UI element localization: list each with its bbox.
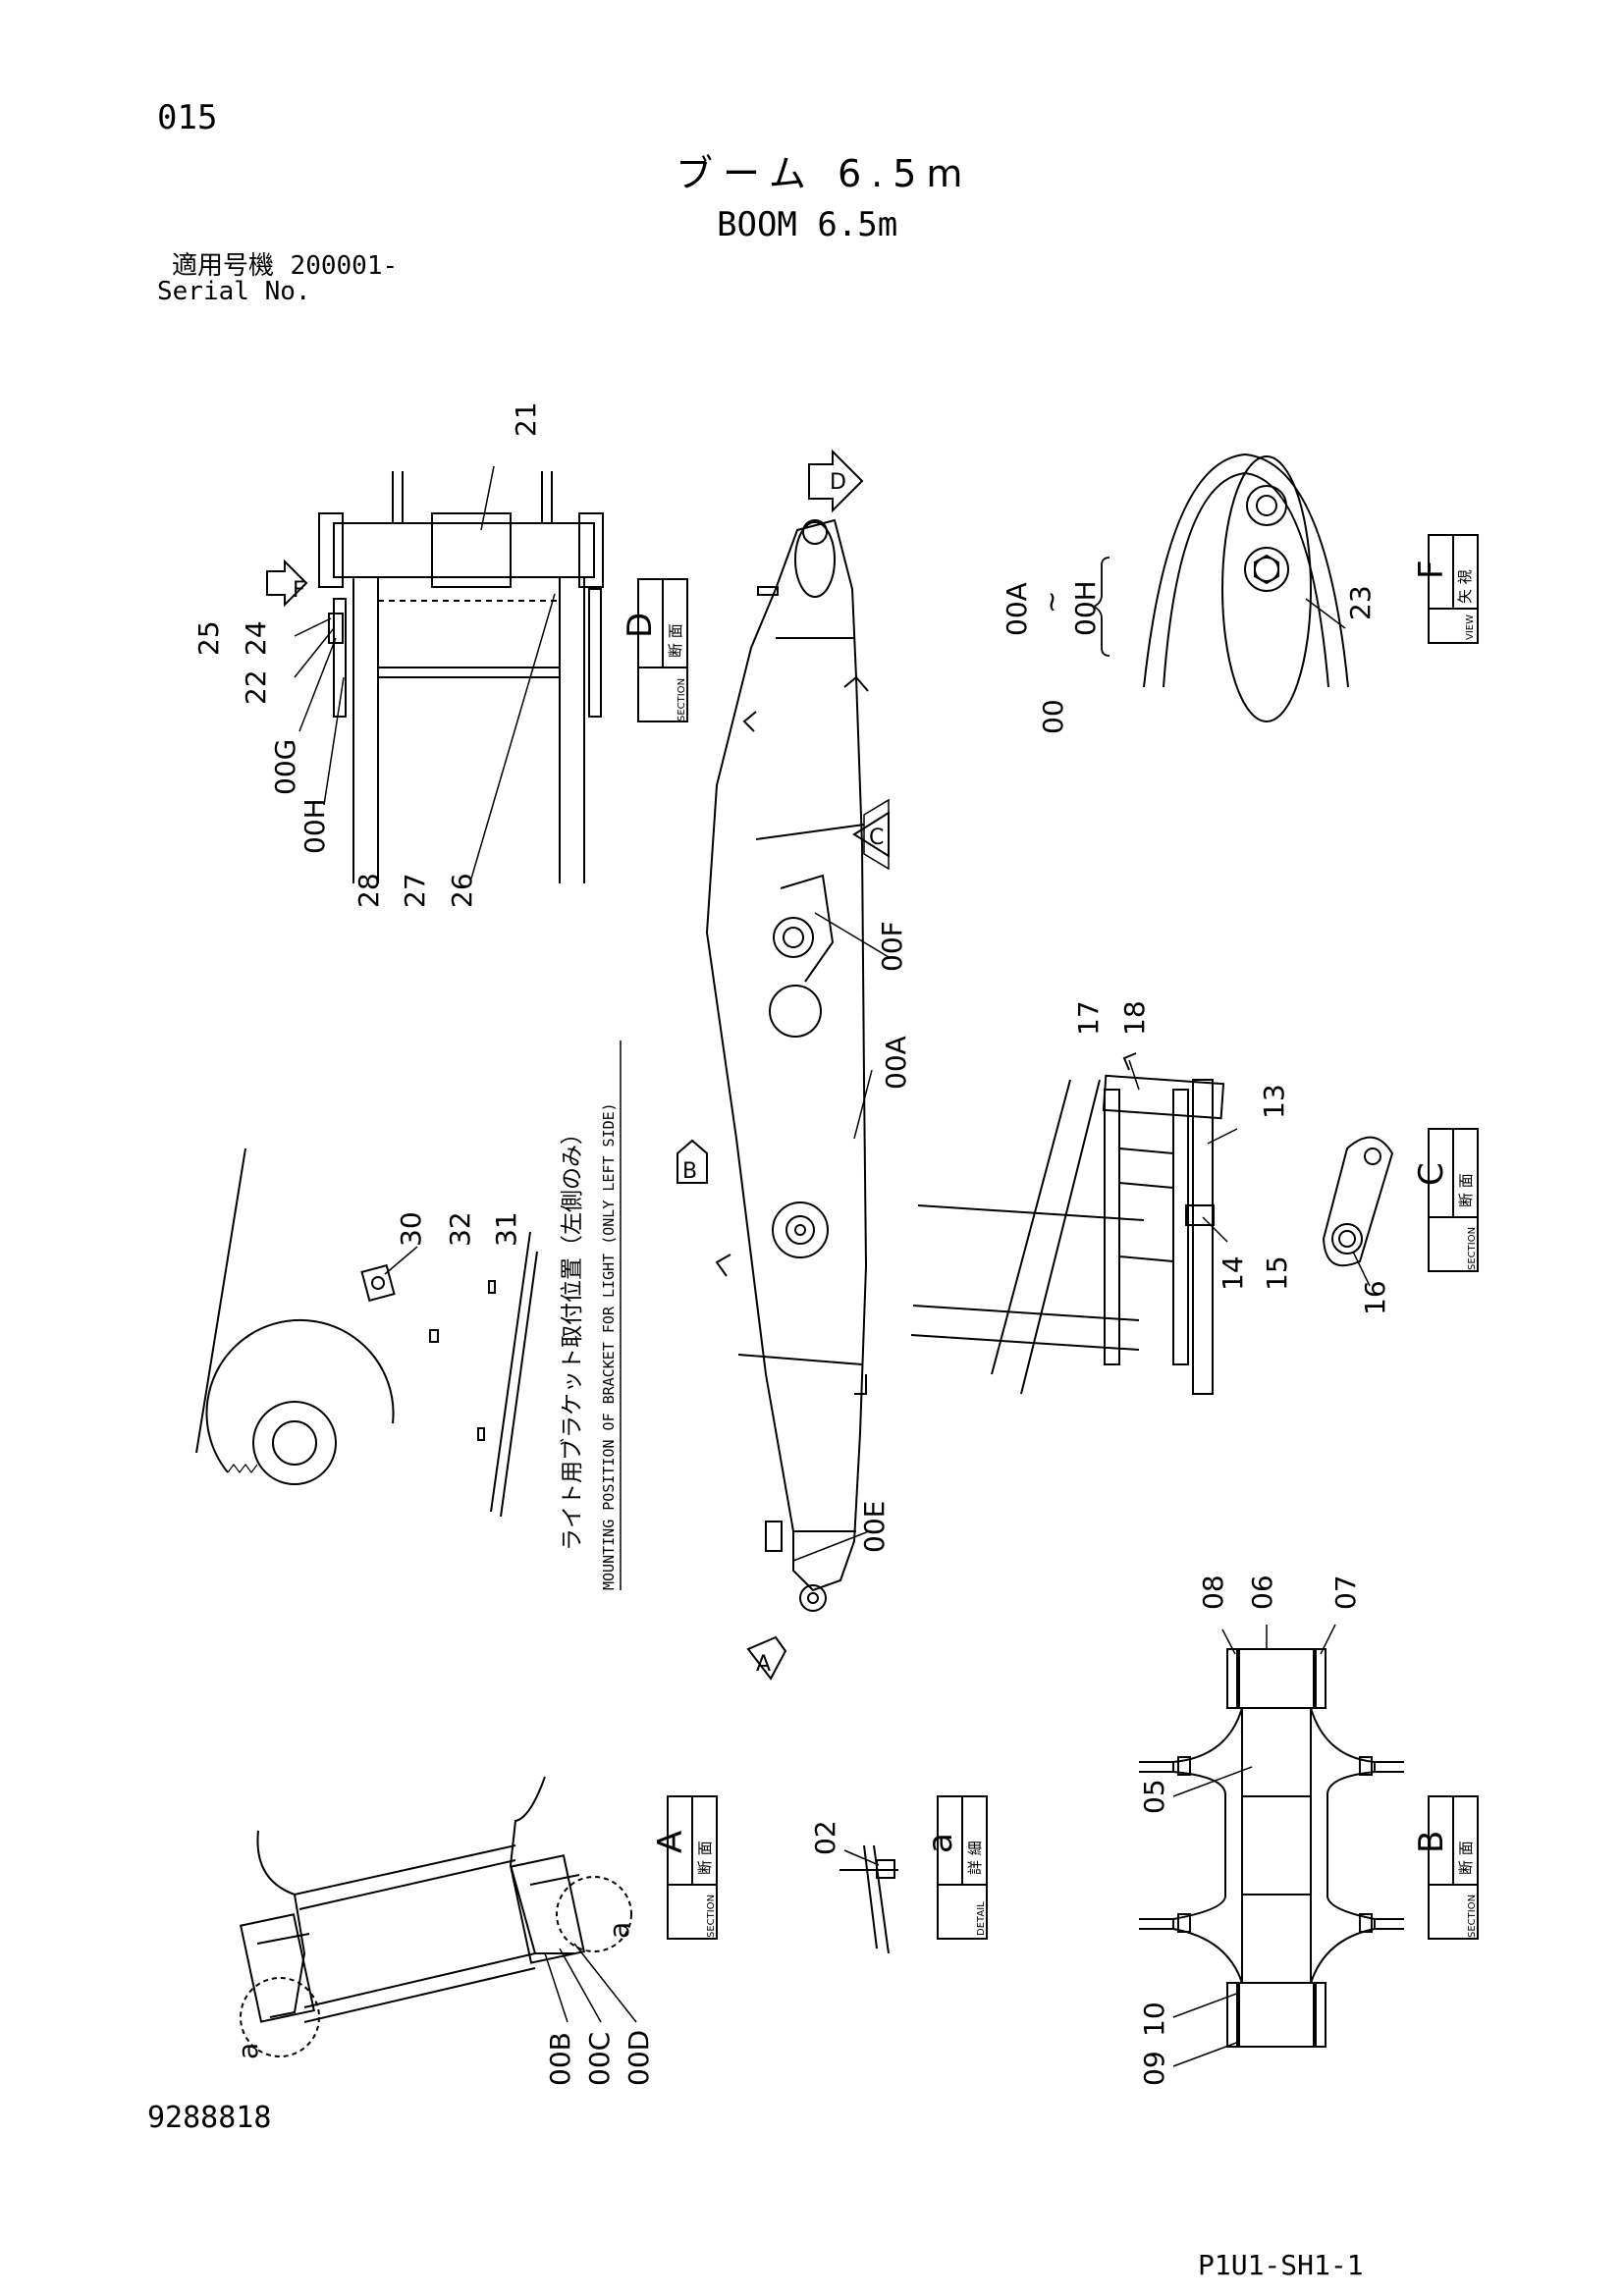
serial-label-japanese: 適用号機 200001- [172,253,398,279]
sheet-code: P1U1-SH1-1 [1198,2249,1364,2281]
callout-00b: 00B [544,2032,576,2086]
callout-05: 05 [1138,1779,1170,1814]
section-b-jp: 断 面 [1457,1841,1475,1875]
label-section-c: 断 面 SECTION C [1412,1128,1479,1272]
callout-14: 14 [1217,1255,1249,1291]
section-a-en: SECTION [706,1895,717,1938]
section-c-letter: C [1412,1162,1451,1186]
view-f-en: VIEW [1465,614,1476,640]
callout-16: 16 [1359,1280,1391,1315]
detail-a-view [839,1844,898,1954]
title-japanese: ブーム 6.5m [676,152,973,195]
callout-00e: 00E [858,1501,891,1553]
callout-21: 21 [510,401,542,437]
callout-22: 22 [240,669,272,705]
light-note-jp: ライト用ブラケット取付位置（左側のみ） [560,1122,585,1551]
callout-23: 23 [1344,585,1377,620]
callout-13: 13 [1258,1084,1290,1119]
detail-a-en: DETAIL [976,1901,987,1936]
section-d-en: SECTION [677,678,687,721]
section-c-jp: 断 面 [1457,1173,1475,1207]
page-number: 015 [157,98,218,137]
group-base: 00 [1037,699,1069,734]
arrow-f-letter: F [293,578,305,603]
view-f-letter: F [1412,560,1451,579]
callout-32: 32 [444,1211,476,1247]
callout-15: 15 [1261,1255,1293,1291]
light-bracket-view [195,1148,538,1518]
section-b-letter: B [1412,1831,1451,1853]
label-section-a: 断 面 SECTION A [651,1795,718,1940]
callout-00g: 00G [269,739,301,795]
callout-10: 10 [1138,2002,1170,2037]
section-a-view [240,1776,637,2057]
label-detail-a: 詳 細 DETAIL a [921,1795,988,1940]
arrow-b-letter: B [682,1159,697,1184]
group-brace [1091,557,1110,657]
title-english: BOOM 6.5m [717,205,898,244]
view-f [1143,453,1349,722]
serial-label-jp: 適用号機 [172,251,275,281]
light-note-en: MOUNTING POSITION OF BRACKET FOR LIGHT (… [600,1102,618,1590]
callout-00d: 00D [623,2030,655,2086]
callout-09: 09 [1138,2051,1170,2086]
section-b-en: SECTION [1467,1895,1478,1938]
callout-25: 25 [192,620,225,656]
label-section-d: 断 面 SECTION D [621,578,688,722]
detail-a-jp: 詳 細 [966,1841,984,1875]
section-c-view [910,1052,1394,1395]
group-from: 00A [1001,582,1033,636]
section-a-jp: 断 面 [696,1841,714,1875]
section-d-letter: D [621,613,660,638]
callout-08: 08 [1197,1575,1229,1610]
callout-17: 17 [1072,1000,1105,1036]
callout-00c: 00C [583,2032,616,2086]
callout-00h: 00H [298,798,331,854]
callout-a-left: a [232,2043,264,2059]
arrow-a-letter: A [756,1652,771,1677]
section-a-letter: A [651,1831,690,1853]
callout-26: 26 [446,873,478,908]
drawing-number: 9288818 [147,2101,272,2135]
serial-label-english: Serial No. [157,277,311,306]
callout-02: 02 [809,1820,841,1855]
serial-value: 200001- [290,251,399,281]
callout-00f: 00F [876,921,908,972]
callout-07: 07 [1329,1575,1362,1610]
label-view-f: 矢 視 VIEW F [1412,534,1479,644]
callout-28: 28 [352,873,385,908]
callout-24: 24 [240,620,272,656]
arrow-c-letter: C [869,826,884,850]
section-d-view [266,465,604,883]
detail-a-letter: a [921,1833,960,1853]
callout-27: 27 [399,873,431,908]
group-tilde: ~ [1035,591,1067,614]
callout-18: 18 [1118,1000,1151,1036]
arrow-d-letter: D [830,470,846,495]
callout-a-right: a [603,1922,635,1939]
section-b-view [1139,1624,1404,2067]
callout-00a: 00A [880,1036,912,1090]
section-c-en: SECTION [1467,1227,1478,1270]
callout-30: 30 [395,1211,427,1247]
group-note: 00 00A ~ 00H [1001,580,1102,734]
section-d-jp: 断 面 [667,623,684,658]
boom-main [677,449,890,1681]
label-section-b: 断 面 SECTION B [1412,1795,1479,1940]
view-f-jp: 矢 視 [1456,569,1474,604]
callout-06: 06 [1246,1575,1278,1610]
callout-31: 31 [490,1211,522,1247]
